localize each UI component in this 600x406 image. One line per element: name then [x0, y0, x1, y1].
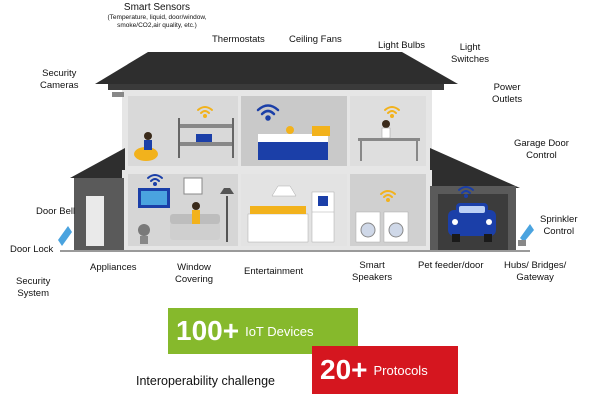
- ground-line: [60, 250, 530, 252]
- protocols-count: 20+: [320, 354, 368, 385]
- main-roof: [95, 52, 458, 84]
- tv-icon: [138, 188, 170, 208]
- kitchen-cabinets: [247, 206, 309, 243]
- iot-devices-count: 100+: [176, 315, 240, 346]
- fridge-icon: [311, 191, 335, 243]
- car-icon: [448, 203, 496, 242]
- sprinkler-icon: [518, 224, 534, 246]
- label-pet-feeder: Pet feeder/door: [418, 260, 484, 271]
- label-smart-speakers: Smart Speakers: [352, 260, 393, 283]
- label-thermostats: Thermostats: [212, 34, 265, 45]
- front-door: [86, 196, 104, 246]
- bunk-bed: [178, 118, 234, 158]
- left-lower-roof: [70, 148, 125, 178]
- label-garage-door-control: Garage Door Control: [514, 138, 569, 161]
- label-door-bell: Door Bell: [36, 206, 76, 217]
- kitchen-hood: [271, 185, 297, 197]
- label-light-switches: Light Switches: [451, 42, 490, 65]
- door-lock-icon: [58, 226, 72, 246]
- label-smart-sensors: Smart Sensors (Temperature, liquid, door…: [107, 2, 207, 29]
- plant-icon: [138, 224, 150, 244]
- iot-devices-badge: 100+ IoT Devices: [168, 308, 358, 354]
- lamp-icon: [220, 188, 234, 242]
- right-lower-roof: [430, 148, 520, 188]
- bed-icon: [258, 126, 330, 160]
- roof-gutter: [108, 84, 444, 90]
- protocols-label: Protocols: [373, 362, 428, 378]
- interoperability-challenge-text: Interoperability challenge: [136, 374, 275, 388]
- label-ceiling-fans: Ceiling Fans: [289, 34, 342, 45]
- person-icon: [134, 132, 158, 161]
- label-door-lock: Door Lock: [10, 244, 54, 255]
- wifi-icon: [147, 104, 474, 202]
- window-covering: [183, 177, 203, 195]
- sofa-icon: [170, 202, 220, 240]
- label-light-bulbs: Light Bulbs: [378, 40, 426, 51]
- office-desk: [358, 120, 420, 161]
- label-sprinkler-control: Sprinkler Control: [540, 214, 578, 237]
- label-power-outlets: Power Outlets: [492, 82, 523, 105]
- iot-devices-label: IoT Devices: [245, 323, 314, 339]
- label-security-system: Security System: [16, 276, 51, 299]
- label-security-cameras: Security Cameras: [40, 68, 79, 91]
- security-camera-icon: [112, 92, 124, 97]
- protocols-badge: 20+ Protocols: [312, 346, 458, 394]
- label-entertainment: Entertainment: [244, 266, 304, 277]
- label-appliances: Appliances: [90, 262, 137, 273]
- washer-icon: [355, 211, 409, 243]
- label-window-covering: Window Covering: [175, 262, 214, 285]
- label-hubs-bridges-gateway: Hubs/ Bridges/ Gateway: [504, 260, 567, 283]
